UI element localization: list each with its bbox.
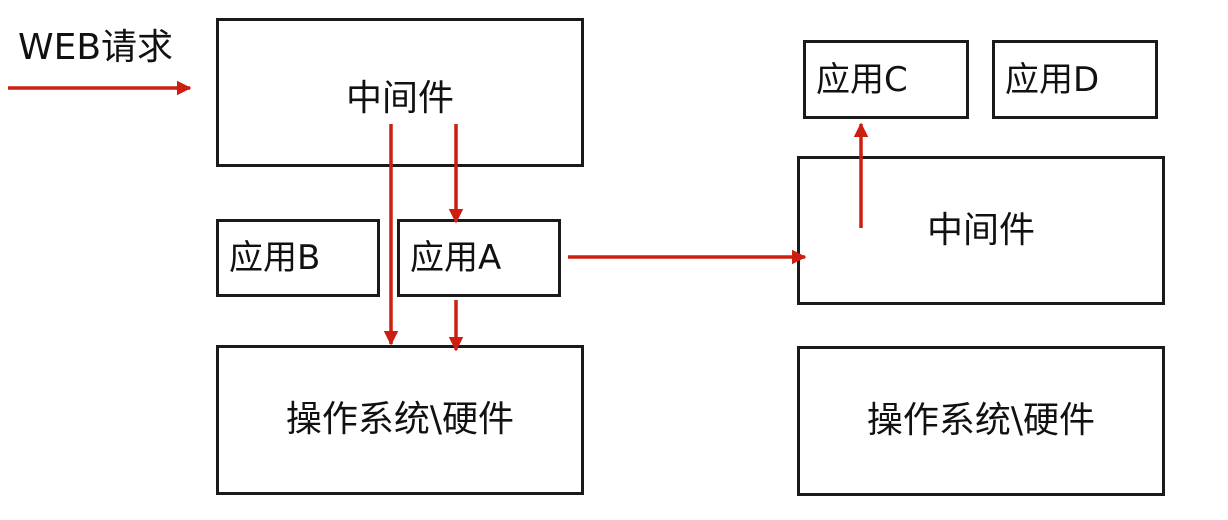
app-a-box: 应用A xyxy=(397,219,561,297)
web-request-label: WEB请求 xyxy=(18,27,174,68)
app-c-box: 应用C xyxy=(803,40,969,119)
app-b-label: 应用B xyxy=(229,238,321,278)
app-c-label: 应用C xyxy=(816,59,908,100)
left-os-hardware-label: 操作系统\硬件 xyxy=(285,399,515,440)
app-d-box: 应用D xyxy=(992,40,1158,119)
right-os-hardware-label: 操作系统\硬件 xyxy=(866,400,1096,441)
right-os-hardware-box: 操作系统\硬件 xyxy=(797,346,1165,496)
app-d-label: 应用D xyxy=(1005,59,1100,100)
app-a-label: 应用A xyxy=(410,238,502,278)
app-b-box: 应用B xyxy=(216,219,380,297)
right-middleware-label: 中间件 xyxy=(926,209,1035,251)
right-middleware-box: 中间件 xyxy=(797,156,1165,305)
left-os-hardware-box: 操作系统\硬件 xyxy=(216,345,584,495)
left-middleware-label: 中间件 xyxy=(345,78,454,119)
left-middleware-box: 中间件 xyxy=(216,18,584,167)
